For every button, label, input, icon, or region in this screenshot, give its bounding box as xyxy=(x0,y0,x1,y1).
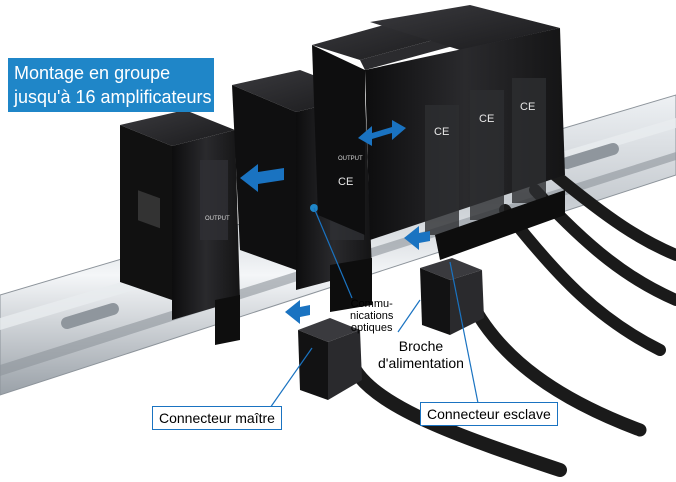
optical-comms-line-2: nications xyxy=(350,310,394,322)
title-line-1: Montage en groupe xyxy=(14,63,171,83)
left-arrow-icon xyxy=(240,164,284,192)
amplifier-unit-1 xyxy=(120,110,240,345)
power-pin-line-2: d'alimentation xyxy=(378,355,464,371)
optical-comms-line-3: optiques xyxy=(350,322,393,334)
up-arrow-icon xyxy=(285,226,430,324)
title-line-2: jusqu'à 16 amplificateurs xyxy=(14,87,212,107)
ce-mark-unit-2: CE xyxy=(338,176,353,188)
master-connector-label: Connecteur maître xyxy=(152,406,282,430)
master-connector xyxy=(298,318,362,400)
optical-comms-line-1: Commu- xyxy=(350,298,393,310)
amplifier-group xyxy=(312,5,565,260)
device-lettering: CE CE CE CE OUTPUT OUTPUT xyxy=(205,101,535,222)
title-banner: Montage en groupe jusqu'à 16 amplificate… xyxy=(8,58,214,112)
optical-comms-label: Commu- nications optiques xyxy=(350,298,393,334)
power-pin-line-1: Broche xyxy=(398,338,444,354)
ce-mark-unit-3: CE xyxy=(434,126,449,138)
ce-mark-unit-5: CE xyxy=(520,101,535,113)
slave-connector-label: Connecteur esclave xyxy=(420,402,558,426)
output-label-unit-2: OUTPUT xyxy=(338,156,363,162)
ce-mark-unit-4: CE xyxy=(479,113,494,125)
output-label-unit-1: OUTPUT xyxy=(205,216,230,222)
double-arrow-icon xyxy=(358,120,406,146)
leader-lines xyxy=(269,207,479,409)
power-pin-label: Broche d'alimentation xyxy=(378,338,464,372)
